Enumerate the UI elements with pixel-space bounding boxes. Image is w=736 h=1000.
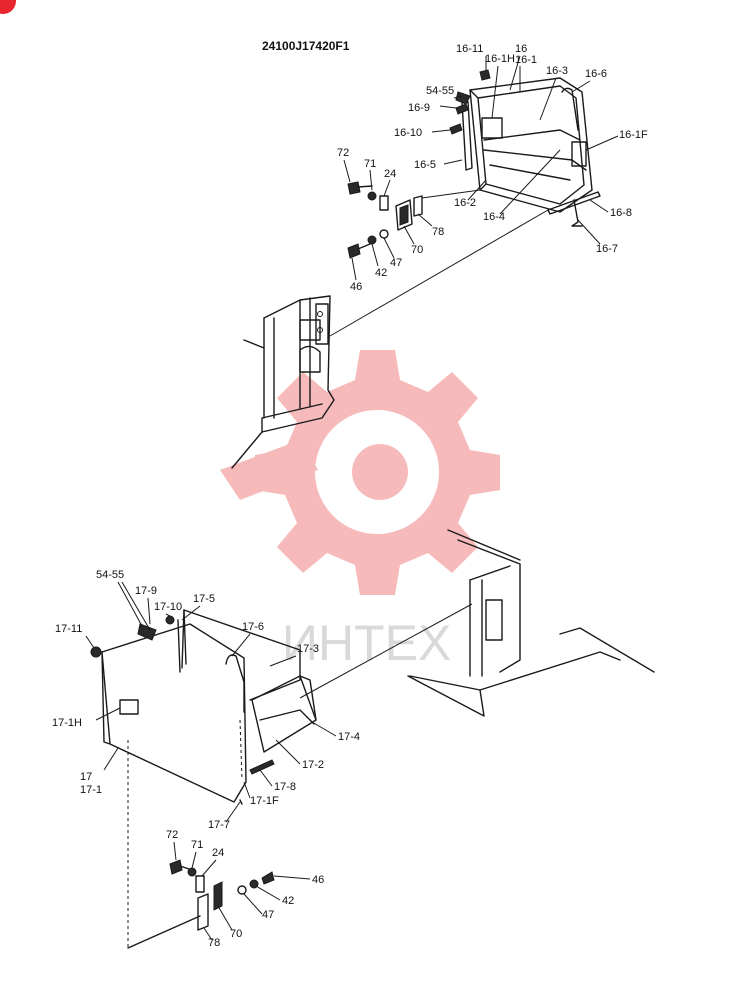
callout-47-top: 47	[390, 257, 402, 269]
upper-door-assembly	[347, 69, 601, 259]
callout-16-8: 16-8	[610, 207, 632, 219]
callout-72-bottom: 72	[166, 829, 178, 841]
callout-70-top: 70	[411, 244, 423, 256]
callout-16-7: 16-7	[596, 243, 618, 255]
callout-54-55-bottom: 54-55	[96, 569, 124, 581]
callout-17-4: 17-4	[338, 731, 360, 743]
callout-16-6: 16-6	[585, 68, 607, 80]
callout-16-9: 16-9	[408, 102, 430, 114]
callout-17-1F: 17-1F	[250, 795, 279, 807]
lower-door-assembly	[90, 603, 473, 949]
callout-17-1: 17-1	[80, 784, 102, 796]
leader-lines	[85, 55, 619, 941]
callout-17-7: 17-7	[208, 819, 230, 831]
callout-16: 16	[515, 43, 527, 55]
callout-17-5: 17-5	[193, 593, 215, 605]
callout-16-2: 16-2	[454, 197, 476, 209]
gear-wrench-icon	[220, 350, 500, 595]
callout-16-1F: 16-1F	[619, 129, 648, 141]
diagram-title: 24100J17420F1	[262, 39, 350, 53]
callout-17-8: 17-8	[274, 781, 296, 793]
callout-46-bottom: 46	[312, 874, 324, 886]
callout-17-11: 17-11	[55, 623, 82, 635]
callout-16-4: 16-4	[483, 211, 505, 223]
callout-17-1H: 17-1H	[52, 717, 82, 729]
callout-47-bottom: 47	[262, 909, 274, 921]
callout-17-6: 17-6	[242, 621, 264, 633]
callout-16-11: 16-11	[456, 43, 483, 55]
callout-16-10: 16-10	[394, 127, 422, 139]
callout-labels: 16-11 16 16-1H 16-1 16-3 16-6 54-55 16-9…	[52, 43, 648, 949]
callout-46-top: 46	[350, 281, 362, 293]
callout-42-top: 42	[375, 267, 387, 279]
callout-71-bottom: 71	[191, 839, 203, 851]
lower-machine-body	[407, 529, 655, 717]
callout-78-bottom: 78	[208, 937, 220, 949]
callout-24-top: 24	[384, 168, 396, 180]
callout-24-bottom: 24	[212, 847, 224, 859]
callout-16-3: 16-3	[546, 65, 568, 77]
callout-78-top: 78	[432, 226, 444, 238]
callout-71-top: 71	[364, 158, 376, 170]
callout-70-bottom: 70	[230, 928, 242, 940]
callout-17-3: 17-3	[297, 643, 319, 655]
upper-machine-body	[231, 209, 549, 469]
callout-17: 17	[80, 771, 92, 783]
callout-54-55-top: 54-55	[426, 85, 454, 97]
callout-17-2: 17-2	[302, 759, 324, 771]
callout-16-1: 16-1	[515, 54, 537, 66]
callout-16-5: 16-5	[414, 159, 436, 171]
callout-42-bottom: 42	[282, 895, 294, 907]
callout-17-10: 17-10	[154, 601, 182, 613]
callout-72-top: 72	[337, 147, 349, 159]
callout-16-1H: 16-1H	[485, 53, 515, 65]
callout-17-9: 17-9	[135, 585, 157, 597]
